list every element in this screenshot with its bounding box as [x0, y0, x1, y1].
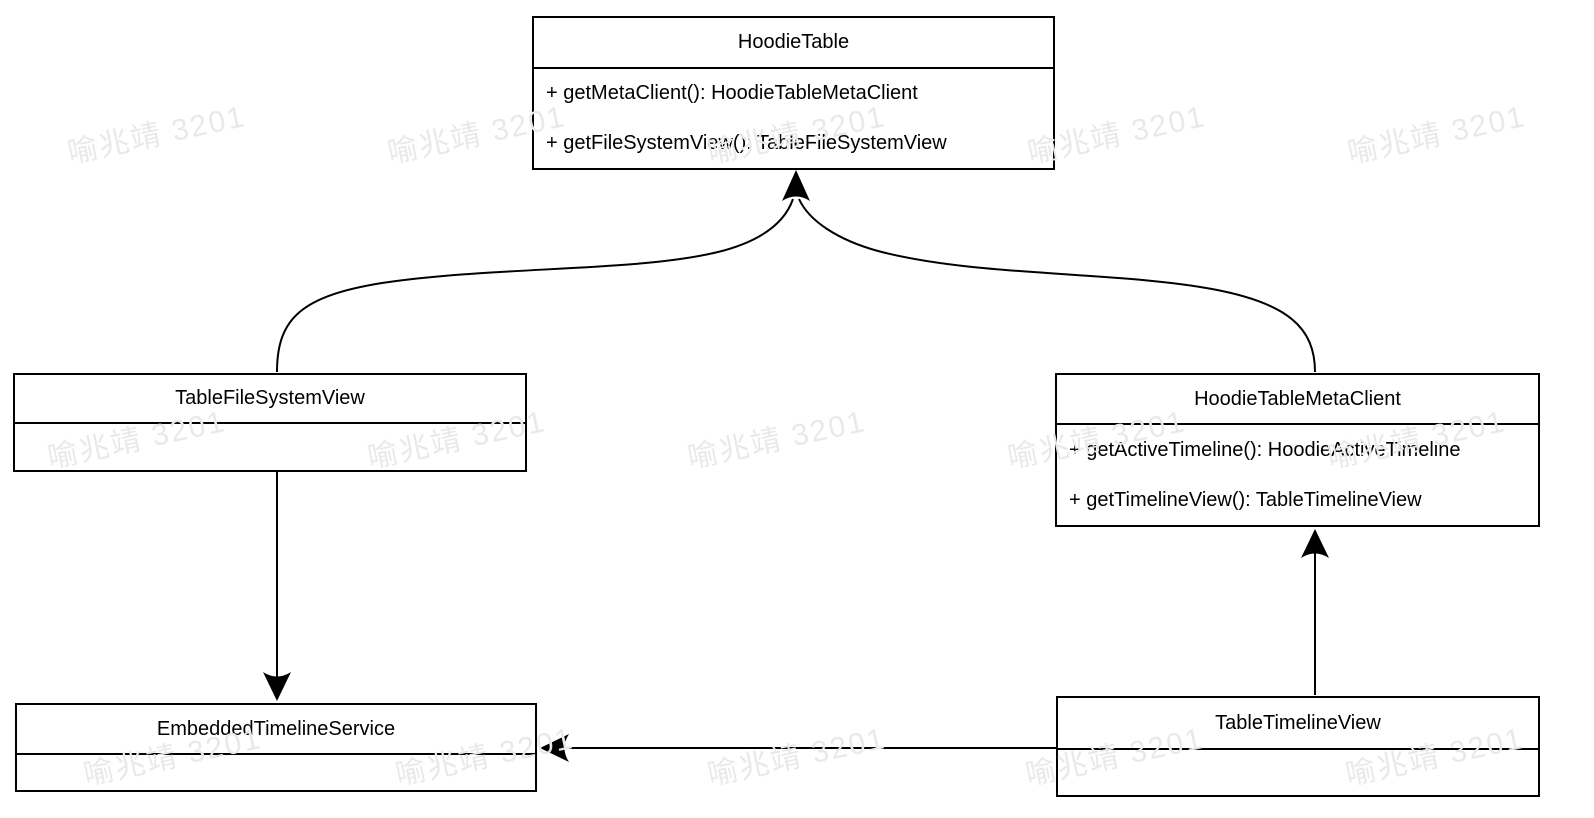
class-box-embedded-timeline-service: EmbeddedTimelineService: [15, 703, 537, 792]
class-box-table-timeline-view: TableTimelineView: [1056, 696, 1540, 797]
method-get-active-timeline: + getActiveTimeline(): HoodieActiveTimel…: [1069, 438, 1461, 461]
arrowhead-left-embedded-timeline-service: [540, 734, 569, 762]
watermark-text: 喻兆靖 3201: [64, 100, 249, 171]
class-body-table-timeline-view: [1058, 750, 1538, 795]
arrow-hoodietablemetaclient-to-hoodietable: [798, 198, 1316, 373]
class-body-hoodie-table: + getMetaClient(): HoodieTableMetaClient…: [534, 69, 1053, 168]
class-title-hoodie-table: HoodieTable: [534, 18, 1053, 69]
method-get-meta-client: + getMetaClient(): HoodieTableMetaClient: [546, 82, 918, 105]
class-body-embedded-timeline-service: [17, 755, 535, 790]
watermark-text: 喻兆靖 3201: [684, 405, 869, 476]
class-title-table-timeline-view: TableTimelineView: [1058, 698, 1538, 750]
class-box-table-file-system-view: TableFileSystemView: [13, 373, 527, 472]
watermark-text: 喻兆靖 3201: [1344, 100, 1529, 171]
method-get-file-system-view: + getFileSystemView(): TableFileSystemVi…: [546, 131, 947, 154]
arrowhead-up-hoodie-table: [782, 170, 810, 201]
arrowhead-up-hoodie-table-meta-client: [1301, 529, 1329, 558]
class-box-hoodie-table-meta-client: HoodieTableMetaClient + getActiveTimelin…: [1055, 373, 1540, 527]
class-body-table-file-system-view: [15, 424, 525, 470]
watermark-text: 喻兆靖 3201: [704, 722, 889, 793]
arrowhead-down-embedded-timeline-service: [263, 672, 291, 701]
class-body-hoodie-table-meta-client: + getActiveTimeline(): HoodieActiveTimel…: [1057, 425, 1538, 525]
method-get-timeline-view: + getTimelineView(): TableTimelineView: [1069, 488, 1422, 511]
class-title-hoodie-table-meta-client: HoodieTableMetaClient: [1057, 375, 1538, 425]
arrow-tablefilesystemview-to-hoodietable: [276, 198, 794, 373]
class-title-embedded-timeline-service: EmbeddedTimelineService: [17, 705, 535, 755]
class-box-hoodie-table: HoodieTable + getMetaClient(): HoodieTab…: [532, 16, 1055, 170]
class-title-table-file-system-view: TableFileSystemView: [15, 375, 525, 424]
